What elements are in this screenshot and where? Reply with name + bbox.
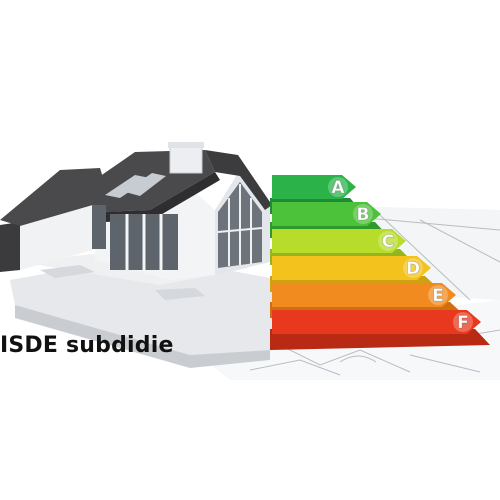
energy-class-a-badge [328, 177, 348, 197]
energy-class-c-arrow [272, 229, 406, 253]
energy-class-d-letter: D [406, 259, 420, 279]
energy-class-b-letter: B [357, 205, 370, 225]
energy-class-a-arrow [272, 175, 356, 199]
caption-title: ISDE subdidie [0, 333, 174, 358]
energy-class-f-badge [453, 312, 473, 332]
energy-class-c-badge [378, 231, 398, 251]
energy-class-f-letter: F [457, 313, 469, 333]
house-model [0, 142, 280, 368]
energy-class-e-badge [428, 285, 448, 305]
energy-class-d-badge [403, 258, 423, 278]
energy-class-d-arrow [272, 256, 431, 280]
energy-class-c-letter: C [382, 232, 394, 252]
energy-class-b-arrow [272, 202, 381, 226]
energy-class-f-arrow [272, 310, 481, 334]
energy-class-a-letter: A [331, 178, 345, 198]
energy-class-e-letter: E [432, 286, 444, 306]
energy-class-b-badge [353, 204, 373, 224]
energy-class-e-arrow [272, 283, 456, 307]
